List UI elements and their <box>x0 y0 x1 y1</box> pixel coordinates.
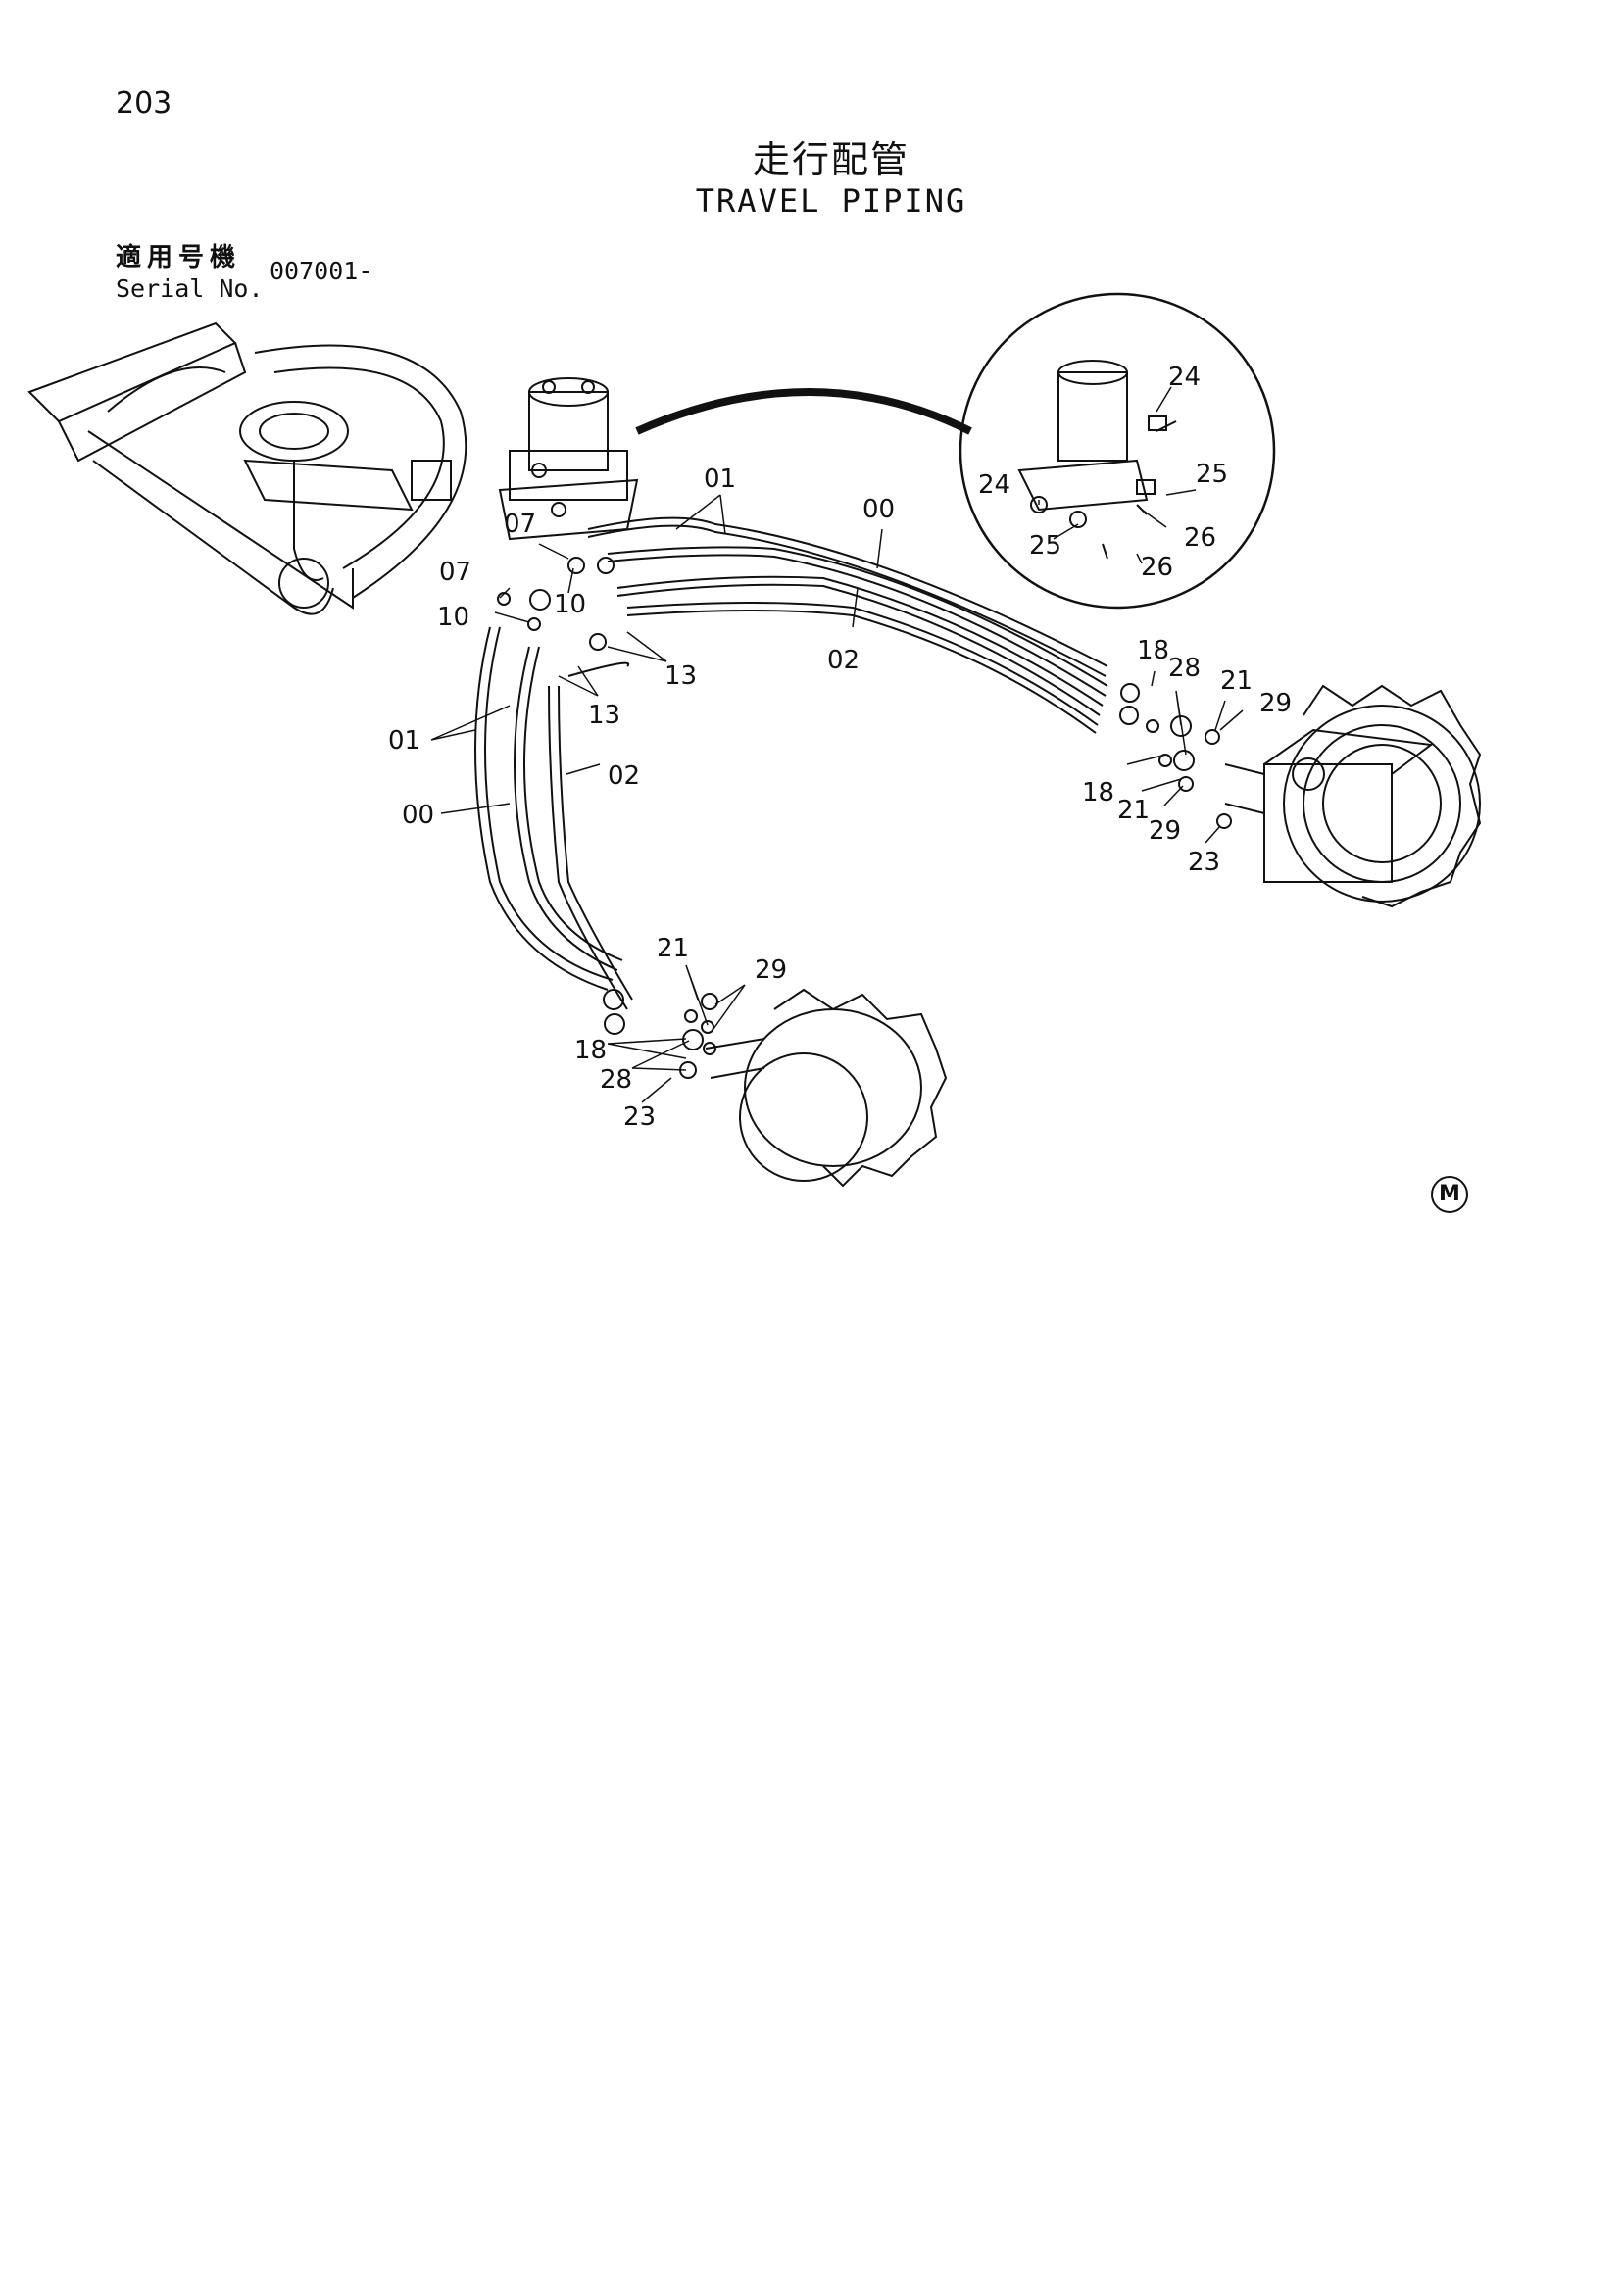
page-number: 203 <box>116 86 172 121</box>
callout-10-center: 10 <box>554 590 586 619</box>
callout-07-left: 07 <box>439 558 471 587</box>
callout-00-top: 00 <box>862 495 895 524</box>
fittings <box>497 557 1232 1079</box>
callout-28-bottom: 28 <box>600 1065 632 1095</box>
callout-25-detail-bottom: 25 <box>1029 531 1061 561</box>
callout-07-top: 07 <box>504 510 536 539</box>
travel-motor-right <box>1224 684 1482 908</box>
serial-number-value: 007001- <box>270 257 373 285</box>
center-joint <box>498 377 639 541</box>
m-mark: M <box>1431 1176 1468 1213</box>
hoses-right <box>587 516 1108 734</box>
callout-13-right: 13 <box>664 661 697 691</box>
serial-label-japanese: 適用号機 <box>116 243 242 272</box>
hoses-left <box>474 626 633 1010</box>
callout-01-left: 01 <box>388 726 420 756</box>
callout-02-left: 02 <box>608 761 640 791</box>
detail-arrow <box>635 388 972 435</box>
callout-26-detail-right: 26 <box>1184 523 1216 553</box>
callout-23-right: 23 <box>1188 848 1220 877</box>
callout-18-bottom: 18 <box>574 1036 607 1065</box>
callout-26-detail-bottom: 26 <box>1141 553 1173 582</box>
callout-13-left: 13 <box>588 701 620 730</box>
callout-23-bottom: 23 <box>623 1102 656 1132</box>
callout-29-right-bottom: 29 <box>1149 816 1181 846</box>
callout-21-right-top: 21 <box>1220 666 1253 696</box>
detail-view <box>959 292 1276 610</box>
leader-lines <box>430 386 1244 1103</box>
travel-motor-bottom <box>705 988 948 1188</box>
callout-10-left: 10 <box>437 603 469 632</box>
callout-25-detail-right: 25 <box>1196 460 1228 489</box>
callout-21-bottom: 21 <box>657 934 689 963</box>
callout-18-right-bottom: 18 <box>1082 778 1114 807</box>
serial-label: Serial No. <box>116 274 264 303</box>
callout-24-detail-top: 24 <box>1168 363 1201 392</box>
callout-29-bottom: 29 <box>755 955 787 985</box>
callout-24-detail-left: 24 <box>978 470 1010 500</box>
callout-21-right-bottom: 21 <box>1117 796 1150 825</box>
page-title: TRAVEL PIPING <box>695 182 967 220</box>
callout-01-top: 01 <box>704 464 736 494</box>
callout-28-right: 28 <box>1168 654 1201 683</box>
callout-29-right-top: 29 <box>1259 689 1292 718</box>
callout-00-left: 00 <box>402 801 434 830</box>
callout-02-top: 02 <box>827 646 860 675</box>
undercarriage-overview <box>27 321 467 615</box>
page-title-japanese: 走行配管 <box>752 138 910 181</box>
callout-18-right-top: 18 <box>1137 636 1169 665</box>
